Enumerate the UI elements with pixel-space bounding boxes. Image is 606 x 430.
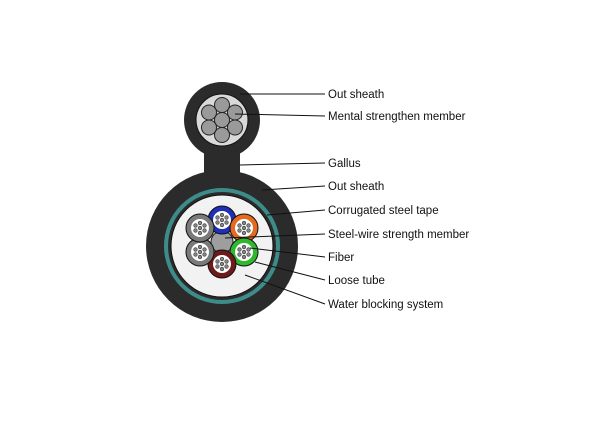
main-cable-group	[146, 170, 298, 322]
loose-tube-green	[229, 237, 259, 267]
label-loose-tube: Loose tube	[328, 275, 385, 287]
leader-fiber	[249, 247, 326, 258]
label-steel-wire-strength-member: Steel-wire strength member	[328, 229, 469, 241]
label-corrugated-steel-tape: Corrugated steel tape	[328, 205, 439, 217]
leader-mental-strengthen-member	[234, 113, 326, 117]
strand	[214, 127, 230, 143]
label-fiber: Fiber	[328, 252, 354, 264]
fiber-set	[193, 220, 207, 236]
strand-center	[214, 112, 230, 128]
fiber-set	[193, 244, 207, 260]
fiber-set	[215, 256, 229, 272]
fiber-set	[215, 212, 229, 228]
leader-out-sheath	[261, 185, 326, 191]
leader-water-blocking-system	[244, 274, 326, 305]
leader-steel-wire-strength-member	[224, 233, 326, 239]
loose-tube-gray-upper	[185, 213, 215, 243]
labels: Out sheath Mental strengthen member Gall…	[328, 89, 469, 311]
fiber-set	[237, 220, 251, 236]
leader-loose-tube	[254, 261, 326, 281]
loose-tube-gray-lower	[185, 237, 215, 267]
leader-gallus	[239, 162, 326, 166]
mental-strengthen-member-strands	[201, 97, 243, 143]
label-water-blocking-system: Water blocking system	[328, 299, 443, 311]
label-out-sheath: Out sheath	[328, 181, 384, 193]
leader-lines	[224, 93, 326, 305]
strand	[201, 119, 217, 136]
leader-corrugated-steel-tape	[266, 209, 326, 216]
strand	[227, 119, 243, 136]
messenger-wire-group	[184, 82, 260, 158]
loose-tube-blue	[207, 205, 237, 235]
strand	[227, 104, 243, 121]
label-out-sheath-top: Out sheath	[328, 89, 384, 101]
strand	[201, 104, 217, 121]
label-mental-strengthen-member: Mental strengthen member	[328, 111, 466, 123]
strand	[214, 97, 230, 113]
loose-tubes	[185, 205, 259, 279]
fiber-set	[237, 244, 251, 260]
label-gallus: Gallus	[328, 158, 361, 170]
loose-tube-brown	[207, 249, 237, 279]
